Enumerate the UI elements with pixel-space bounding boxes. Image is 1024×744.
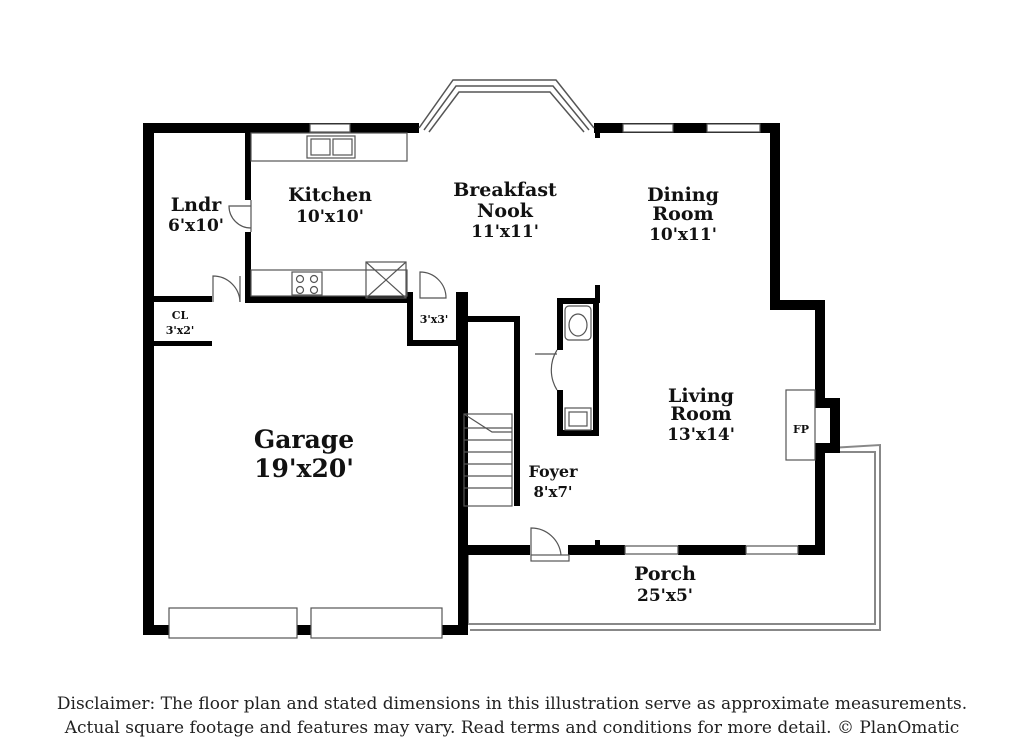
disclaimer-line1: Disclaimer: The floor plan and stated di… [56, 694, 968, 714]
dining-dim: 10'x11' [649, 225, 717, 245]
garage-name: Garage [254, 425, 354, 454]
laundry-dim: 6'x10' [168, 216, 224, 236]
breakfast-dim: 11'x11' [471, 222, 539, 242]
bay-window [418, 79, 595, 133]
bathroom-fixtures [564, 305, 592, 431]
windows [168, 123, 799, 639]
dining-name-line1: Dining [647, 184, 719, 206]
breakfast-name-line2: Nook [477, 200, 534, 222]
fireplace-label: FP [793, 423, 809, 436]
porch-dim: 25'x5' [637, 586, 693, 606]
doors [212, 200, 570, 562]
closet-dim: 3'x2' [166, 324, 195, 337]
stairs [463, 413, 513, 507]
kitchen-counters [250, 132, 408, 299]
fireplace [785, 389, 816, 461]
foyer-name: Foyer [528, 462, 578, 481]
laundry-name: Lndr [171, 194, 222, 216]
porch-name: Porch [634, 563, 696, 585]
dining-name-line2: Room [652, 203, 713, 225]
closet2-dim: 3'x3' [420, 313, 449, 326]
kitchen-name: Kitchen [288, 184, 372, 206]
foyer-dim: 8'x7' [533, 483, 572, 501]
walls [143, 123, 840, 635]
living-dim: 13'x14' [667, 425, 735, 445]
closet-name: CL [172, 309, 189, 322]
disclaimer-line2: Actual square footage and features may v… [64, 718, 960, 738]
living-name-line1: Living [668, 385, 734, 407]
living-name-line2: Room [670, 403, 731, 425]
breakfast-name-line1: Breakfast [453, 179, 557, 201]
garage-dim: 19'x20' [254, 454, 354, 483]
kitchen-dim: 10'x10' [296, 207, 364, 227]
room-labels: Lndr 6'x10' Kitchen 10'x10' Breakfast No… [166, 179, 809, 606]
